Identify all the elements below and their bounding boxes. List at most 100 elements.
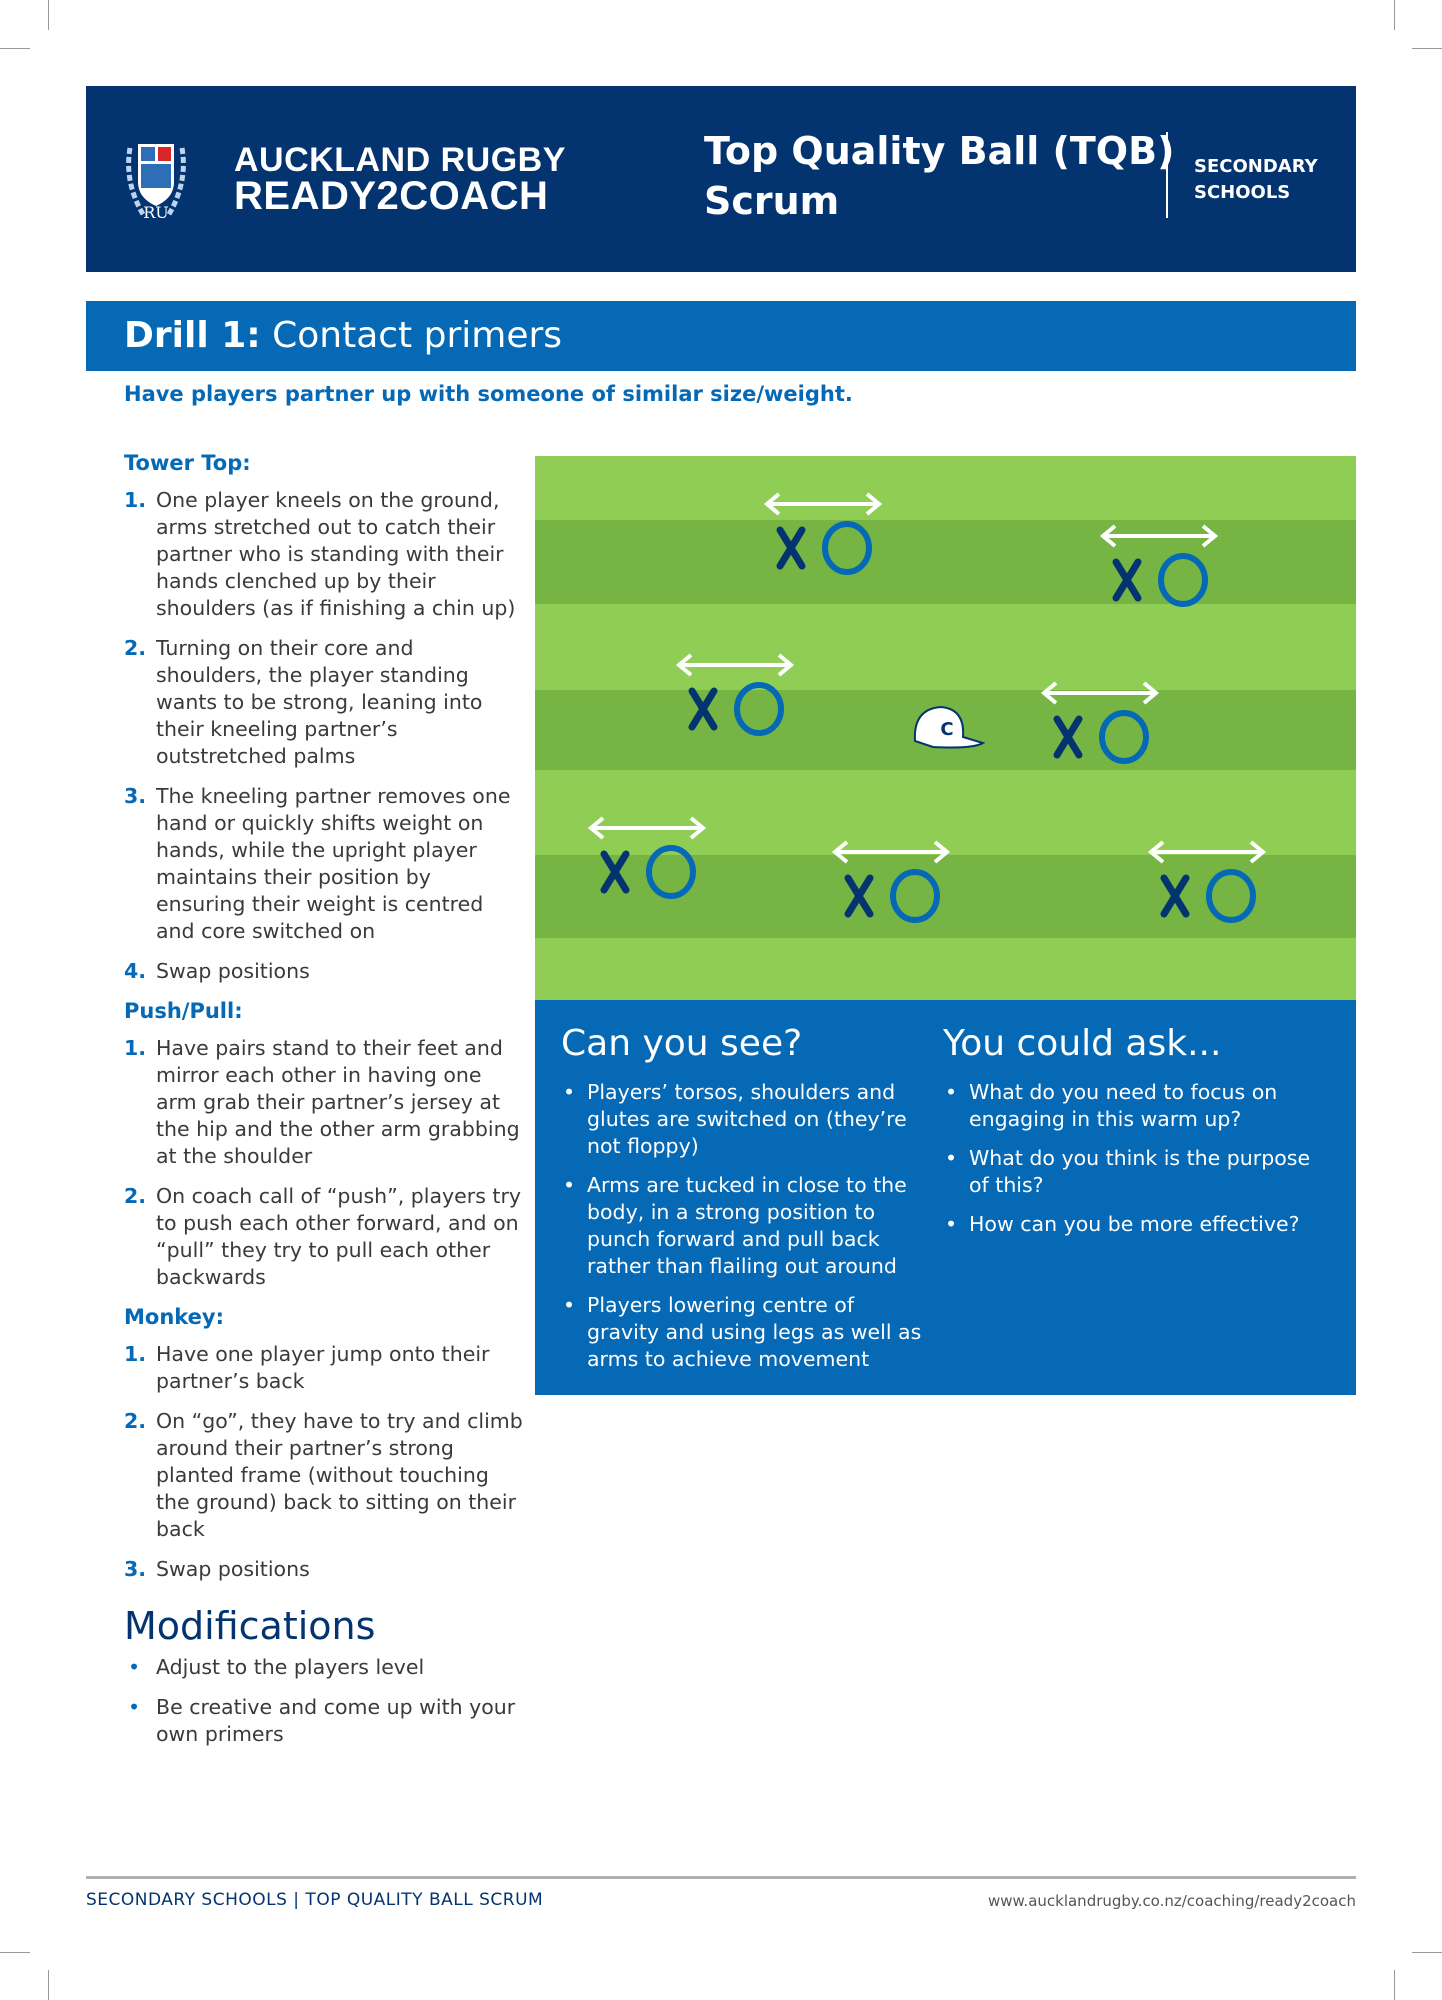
brand-line-2: READY2COACH [234,174,549,218]
bullet-icon: • [563,1173,576,1197]
list-item: • Adjust to the players level [124,1654,524,1681]
player-x-icon [1160,874,1190,918]
you-could-ask-column: You could ask... • What do you need to fo… [943,1023,1323,1250]
double-arrow-icon [1099,524,1219,548]
crop-mark [0,1952,30,1953]
step-text: Swap positions [156,1557,310,1581]
title-line-2: Scrum [704,179,840,223]
step-number: 1. [124,488,147,512]
steps-list: 1. Have pairs stand to their feet and mir… [124,1035,524,1291]
grass-stripe-dark [535,520,1356,604]
list-item: 2. On “go”, they have to try and climb ar… [124,1408,524,1543]
step-text: On “go”, they have to try and climb arou… [156,1409,523,1541]
list-item: •How can you be more effective? [943,1211,1323,1238]
tip-text: Players lowering centre of gravity and u… [587,1293,922,1371]
tip-text: Players’ torsos, shoulders and glutes ar… [587,1080,907,1158]
svg-text:RU: RU [143,203,169,222]
section-label: SECONDARY SCHOOLS [1194,154,1318,206]
step-number: 3. [124,784,147,808]
section-line-2: SCHOOLS [1194,182,1291,203]
drill-title-bar: Drill 1: Contact primers [86,301,1356,371]
step-number: 3. [124,1557,147,1581]
steps-list: 1.One player kneels on the ground, arms … [124,487,524,985]
crop-mark [48,1970,49,2000]
player-x-icon [1112,558,1142,602]
double-arrow-icon [675,653,795,677]
tip-text: What do you need to focus on engaging in… [969,1080,1278,1131]
instructions-column: Tower Top: 1.One player kneels on the gro… [124,450,524,1761]
brand-name: AUCKLAND RUGBY READY2COACH [234,141,566,218]
auckland-rugby-crest-logo: RU [126,144,186,222]
player-pair [587,816,707,899]
player-pair [831,840,951,923]
step-number: 1. [124,1342,147,1366]
list-item: 1. Have pairs stand to their feet and mir… [124,1035,524,1170]
crop-mark [1394,0,1395,30]
intro-text: Have players partner up with someone of … [124,382,853,406]
player-o-icon [646,845,696,899]
player-pair [1040,681,1160,764]
step-number: 2. [124,1184,147,1208]
section-heading: Tower Top: [124,451,251,475]
document-title: Top Quality Ball (TQB) Scrum [704,126,1174,226]
footer-url[interactable]: www.aucklandrugby.co.nz/coaching/ready2c… [988,1892,1356,1910]
footer-divider [86,1876,1356,1879]
tip-text: What do you think is the purpose of this… [969,1146,1311,1197]
bullet-icon: • [945,1146,958,1170]
coaching-tips-panel: Can you see? • Players’ torsos, shoulders… [535,1000,1356,1395]
step-text: The kneeling partner removes one hand or… [156,784,511,943]
header-banner: RU AUCKLAND RUGBY READY2COACH Top Qualit… [86,86,1356,272]
modifications-list: •Adjust to the players level•Be creative… [124,1654,524,1748]
you-could-ask-heading: You could ask... [943,1023,1222,1064]
drill-number: Drill 1: [124,315,261,356]
brand-line-1: AUCKLAND RUGBY [234,141,566,179]
double-arrow-icon [1147,840,1267,864]
drill-name: Contact primers [272,315,563,356]
player-pair [1147,840,1267,923]
list-item: • Players lowering centre of gravity and … [561,1292,931,1373]
bullet-icon: • [128,1655,141,1679]
coach-cap-icon: C [913,705,986,749]
double-arrow-icon [1040,681,1160,705]
list-item: 3. The kneeling partner removes one hand … [124,783,524,945]
tip-text: Arms are tucked in close to the body, in… [587,1173,907,1278]
player-x-icon [1053,715,1083,759]
step-text: Have pairs stand to their feet and mirro… [156,1036,520,1168]
player-pair [763,492,883,575]
list-item: 3. Swap positions [124,1556,524,1583]
modifications-heading: Modifications [124,1604,376,1648]
player-x-icon [844,874,874,918]
can-you-see-column: Can you see? • Players’ torsos, shoulders… [561,1023,931,1385]
crop-mark [0,48,30,49]
player-x-icon [688,687,718,731]
player-o-icon [1206,869,1256,923]
player-x-icon [776,526,806,570]
step-number: 1. [124,1036,147,1060]
crop-mark [1412,1952,1442,1953]
can-you-see-heading: Can you see? [561,1023,803,1064]
bullet-icon: • [563,1293,576,1317]
step-text: Have one player jump onto their partner’… [156,1342,490,1393]
player-o-icon [890,869,940,923]
crop-mark [1412,48,1442,49]
list-item: 4. Swap positions [124,958,524,985]
divider [1166,132,1168,218]
modification-text: Adjust to the players level [156,1655,425,1679]
list-item: 1. Have one player jump onto their partne… [124,1341,524,1395]
bullet-icon: • [563,1080,576,1104]
bullet-icon: • [128,1695,141,1719]
step-text: Swap positions [156,959,310,983]
player-o-icon [734,682,784,736]
list-item: 1.One player kneels on the ground, arms … [124,487,524,622]
title-line-1: Top Quality Ball (TQB) [704,129,1175,173]
grass-stripe-dark [535,855,1356,938]
player-o-icon [1099,710,1149,764]
footer-title: SECONDARY SCHOOLS | TOP QUALITY BALL SCR… [86,1890,544,1910]
step-number: 4. [124,959,147,983]
crop-mark [48,0,49,30]
list-item: 2.On coach call of “push”, players try t… [124,1183,524,1291]
player-o-icon [1158,553,1208,607]
step-number: 2. [124,636,147,660]
step-number: 2. [124,1409,147,1433]
list-item: 2.Turning on their core and shoulders, t… [124,635,524,770]
